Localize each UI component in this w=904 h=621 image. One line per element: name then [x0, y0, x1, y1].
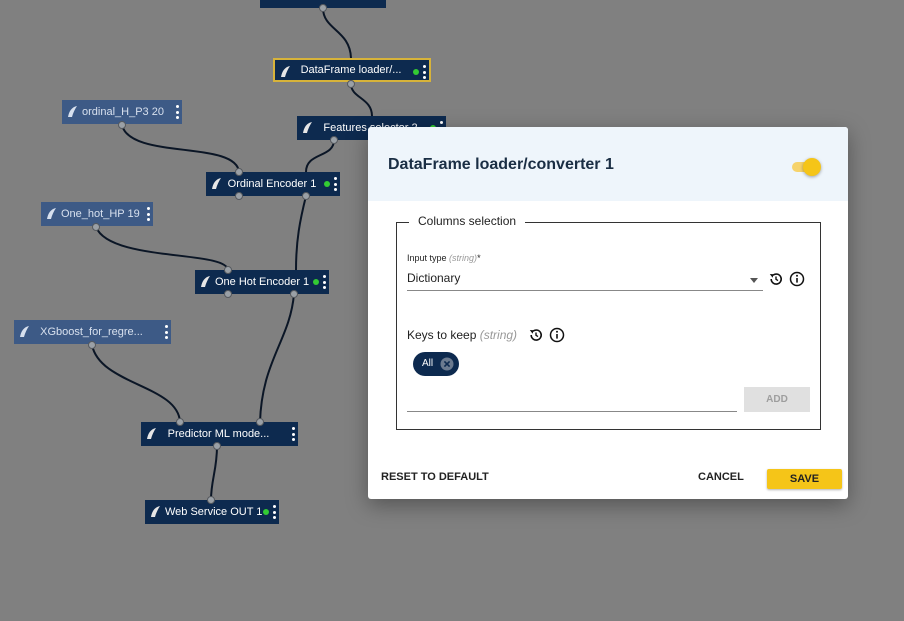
pipeline-node-web-service-out[interactable]: Web Service OUT 1: [145, 500, 279, 524]
reset-field-icon[interactable]: [528, 327, 544, 343]
chevron-down-icon: [750, 278, 758, 283]
node-menu-icon[interactable]: [175, 104, 179, 120]
node-menu-icon[interactable]: [146, 206, 150, 222]
input-type-label-text: Input type: [407, 253, 447, 263]
dialog-title: DataFrame loader/converter 1: [388, 156, 614, 173]
edge: [91, 344, 181, 423]
node-port[interactable]: [88, 341, 96, 349]
key-input[interactable]: [407, 390, 737, 412]
node-label: XGboost_for_regre...: [40, 326, 143, 338]
node-menu-icon[interactable]: [291, 426, 295, 442]
node-status-indicator: [324, 181, 330, 187]
node-label: Ordinal Encoder 1: [227, 178, 317, 190]
node-status-indicator: [313, 279, 319, 285]
node-port[interactable]: [330, 136, 338, 144]
node-menu-icon[interactable]: [422, 64, 426, 80]
node-label: DataFrame loader/...: [300, 64, 402, 76]
node-port[interactable]: [319, 4, 327, 12]
node-port[interactable]: [256, 418, 264, 426]
info-icon[interactable]: [549, 327, 565, 343]
reset-to-default-button[interactable]: RESET TO DEFAULT: [381, 471, 489, 483]
node-port[interactable]: [235, 168, 243, 176]
edge: [121, 124, 240, 173]
node-port[interactable]: [235, 192, 243, 200]
reset-field-icon[interactable]: [768, 271, 784, 287]
pipeline-node-predictor[interactable]: Predictor ML mode...: [141, 422, 298, 446]
node-label: One Hot Encoder 1: [215, 276, 310, 288]
node-type-icon: [212, 178, 221, 189]
key-chip-label: All: [422, 358, 434, 369]
key-chip: All: [413, 352, 460, 376]
info-icon[interactable]: [789, 271, 805, 287]
keys-to-keep-label: Keys to keep (string): [407, 328, 517, 342]
pipeline-node-one-hot-encoder[interactable]: One Hot Encoder 1: [195, 270, 329, 294]
pipeline-node-ordinal-encoder[interactable]: Ordinal Encoder 1: [206, 172, 340, 196]
input-type-label: Input type (string)*: [407, 253, 481, 263]
edge: [95, 226, 229, 271]
pipeline-node-ordinal-h-p3[interactable]: ordinal_H_P3 20: [62, 100, 182, 124]
keys-to-keep-label-text: Keys to keep: [407, 328, 477, 342]
node-port[interactable]: [207, 496, 215, 504]
node-port[interactable]: [290, 290, 298, 298]
node-type-icon: [47, 208, 56, 219]
node-port[interactable]: [118, 121, 126, 129]
node-status-indicator: [413, 69, 419, 75]
node-label: ordinal_H_P3 20: [82, 106, 164, 118]
node-type-icon: [20, 326, 29, 337]
toggle-thumb: [803, 158, 821, 176]
node-type-icon: [68, 106, 77, 117]
close-icon[interactable]: [440, 357, 454, 371]
node-menu-icon[interactable]: [333, 176, 337, 192]
input-type-select[interactable]: Dictionary: [407, 268, 763, 291]
columns-selection-fieldset: Columns selection Input type (string)* D…: [396, 214, 821, 430]
node-type-icon: [151, 506, 160, 517]
required-mark: *: [477, 253, 481, 263]
input-type-hint: (string): [449, 253, 478, 263]
edge: [295, 195, 307, 271]
keys-to-keep-hint: (string): [479, 328, 518, 342]
cancel-button[interactable]: CANCEL: [698, 471, 744, 483]
node-type-icon: [281, 66, 290, 77]
node-status-indicator: [263, 509, 269, 515]
edge: [305, 139, 335, 173]
node-enabled-toggle[interactable]: [790, 158, 822, 176]
pipeline-node-one-hot-hp[interactable]: One_hot_HP 19: [41, 202, 153, 226]
edge: [322, 7, 352, 59]
pipeline-node-dataframe-loader[interactable]: DataFrame loader/...: [273, 58, 431, 82]
save-button[interactable]: SAVE: [767, 469, 842, 489]
node-settings-dialog: DataFrame loader/converter 1 Columns sel…: [368, 127, 848, 499]
input-type-value: Dictionary: [407, 271, 461, 285]
fieldset-legend: Columns selection: [409, 214, 526, 228]
node-port[interactable]: [213, 442, 221, 450]
node-menu-icon[interactable]: [272, 504, 276, 520]
add-key-button[interactable]: ADD: [744, 387, 810, 412]
node-type-icon: [303, 122, 312, 133]
edge: [350, 83, 373, 117]
node-port[interactable]: [224, 266, 232, 274]
node-port[interactable]: [224, 290, 232, 298]
edge: [259, 293, 295, 423]
edge: [210, 445, 218, 501]
node-port[interactable]: [176, 418, 184, 426]
node-label: One_hot_HP 19: [61, 208, 140, 220]
node-port[interactable]: [347, 80, 355, 88]
node-type-icon: [201, 276, 210, 287]
node-port[interactable]: [92, 223, 100, 231]
pipeline-node-xgboost[interactable]: XGboost_for_regre...: [14, 320, 171, 344]
node-label: Predictor ML mode...: [167, 428, 270, 440]
node-menu-icon[interactable]: [164, 324, 168, 340]
node-port[interactable]: [302, 192, 310, 200]
node-menu-icon[interactable]: [322, 274, 326, 290]
dialog-header: DataFrame loader/converter 1: [368, 127, 848, 201]
node-type-icon: [147, 428, 156, 439]
node-label: Web Service OUT 1: [165, 506, 263, 518]
